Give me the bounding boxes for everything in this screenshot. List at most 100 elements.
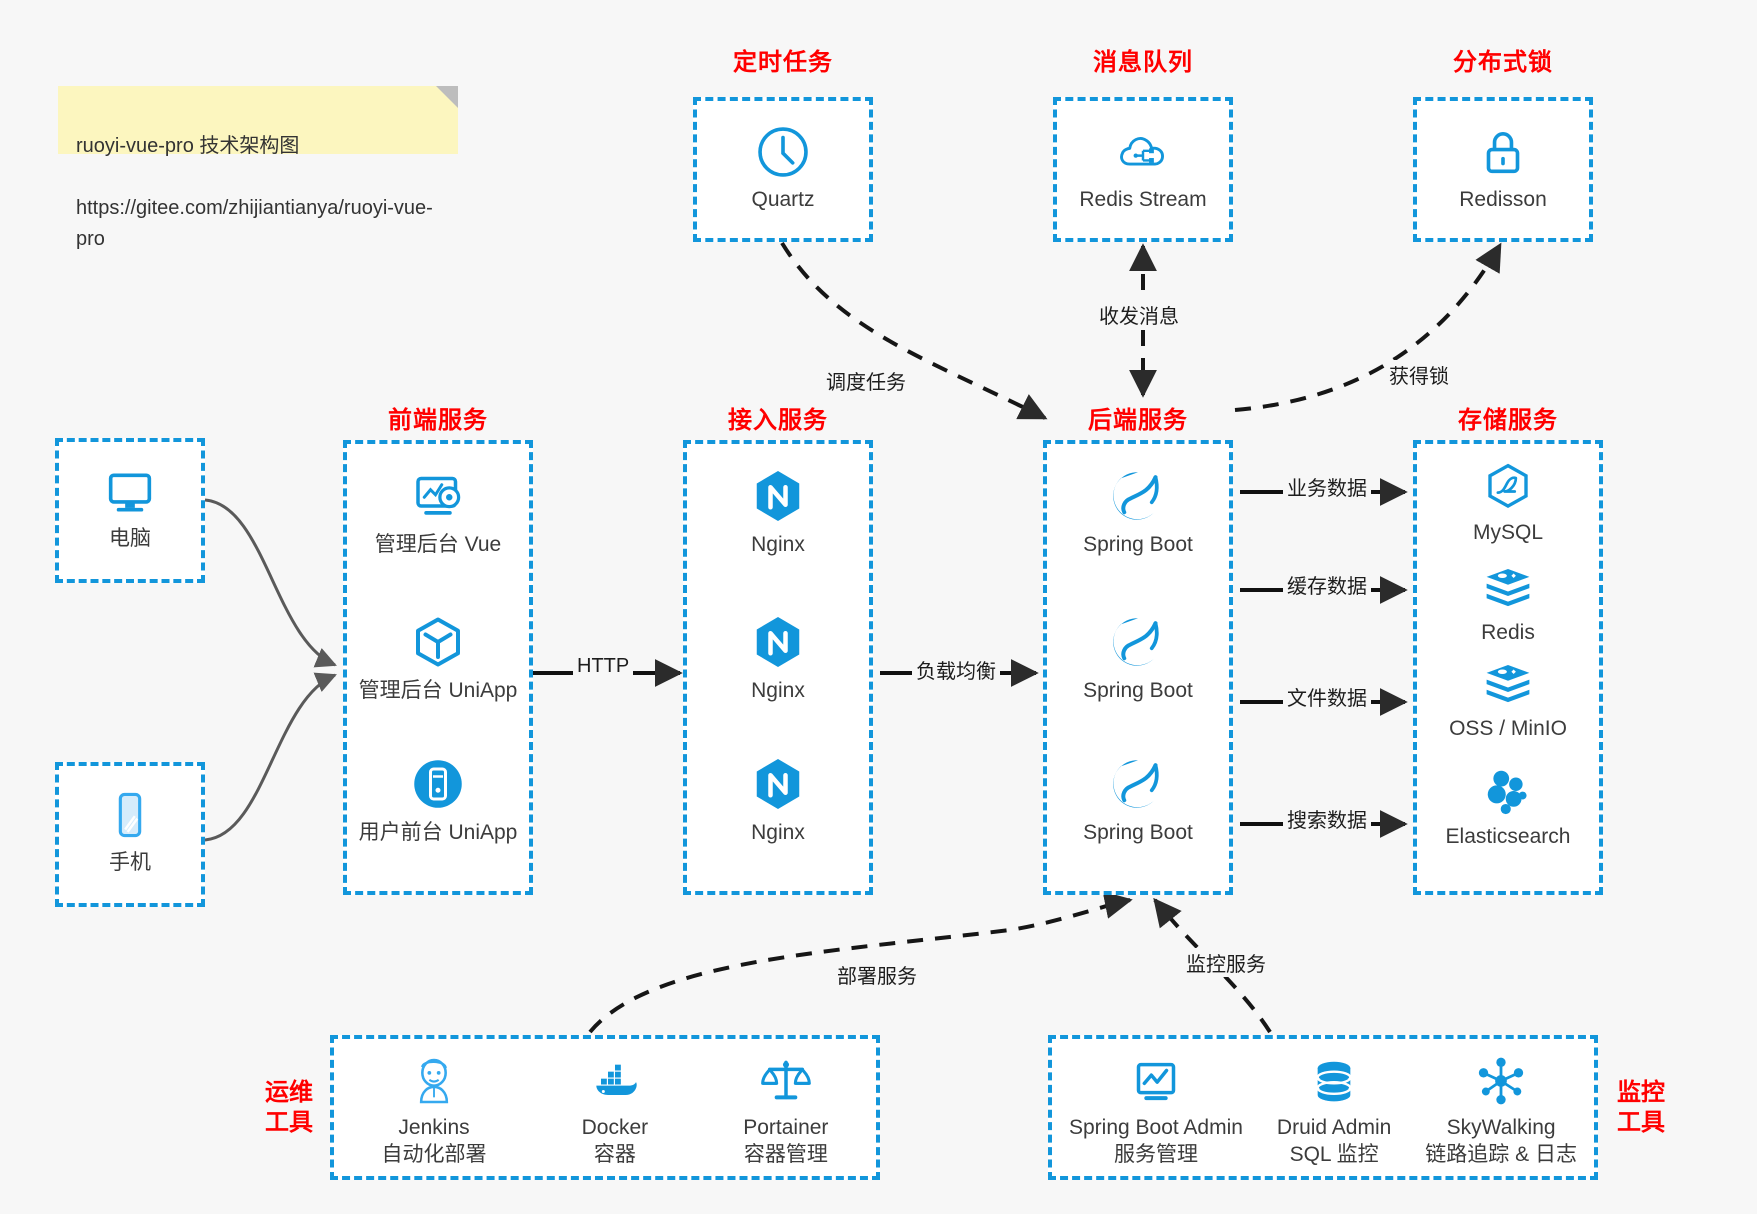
node-label: 电脑 [109, 527, 151, 550]
group-title-storage: 存储服务 [1458, 407, 1558, 434]
redis-icon [1486, 569, 1530, 607]
spring-boot-icon [1113, 760, 1159, 808]
note-line-2: https://gitee.com/zhijiantianya/ruoyi-vu… [76, 197, 433, 250]
docker-icon [596, 1064, 637, 1095]
diagram-note: ruoyi-vue-pro 技术架构图 https://gitee.com/zh… [58, 86, 458, 250]
node-portainer[interactable]: Portainer 容器管理 [743, 1053, 828, 1169]
node-label: 管理后台 Vue [374, 533, 502, 556]
edge-label-cache-data: 缓存数据 [1283, 570, 1371, 599]
node-spring-boot-1[interactable]: Spring Boot [1047, 466, 1229, 558]
node-docker[interactable]: Docker 容器 [582, 1053, 648, 1169]
mobile-app-icon [414, 760, 462, 808]
node-spring-boot-3[interactable]: Spring Boot [1047, 754, 1229, 846]
node-skywalking[interactable]: SkyWalking 链路追踪 & 日志 [1425, 1053, 1577, 1169]
node-label: 手机 [109, 851, 151, 874]
node-admin-uniapp[interactable]: 管理后台 UniApp [347, 612, 529, 704]
mysql-icon [1488, 463, 1528, 509]
group-title-monitoring: 监控 工具 [1617, 1079, 1665, 1136]
node-label: SkyWalking [1446, 1116, 1556, 1139]
group-box-backend: Spring Boot Spring Boot Spring Boot [1043, 440, 1233, 895]
node-user-uniapp[interactable]: 用户前台 UniApp [347, 754, 529, 846]
edge-label-http: HTTP [573, 655, 634, 678]
node-nginx-3[interactable]: Nginx [687, 754, 869, 846]
node-computer[interactable]: 电脑 [59, 462, 201, 552]
node-spring-boot-2[interactable]: Spring Boot [1047, 612, 1229, 704]
node-label: Nginx [751, 821, 805, 844]
node-nginx-1[interactable]: Nginx [687, 466, 869, 558]
elasticsearch-icon [1487, 770, 1527, 815]
lock-icon [1486, 132, 1520, 174]
node-label: Redis [1481, 621, 1535, 644]
group-title-devops: 运维 工具 [265, 1079, 313, 1136]
group-title-distributed-lock: 分布式锁 [1453, 49, 1553, 76]
edge-label-load-balance: 负载均衡 [912, 655, 1000, 684]
node-sublabel: 容器管理 [743, 1143, 828, 1167]
group-box-distributed-lock: Redisson [1413, 97, 1593, 242]
node-mysql[interactable]: MySQL [1417, 460, 1599, 546]
clock-icon [758, 127, 808, 177]
node-label: Nginx [751, 533, 805, 556]
spring-boot-icon [1113, 618, 1159, 666]
node-label: Elasticsearch [1445, 825, 1571, 848]
node-label: Spring Boot [1083, 821, 1193, 844]
node-label: Quartz [751, 188, 815, 211]
edge-label-deploy-service: 部署服务 [833, 960, 921, 989]
edge-label-business-data: 业务数据 [1283, 472, 1371, 501]
group-box-gateway: Nginx Nginx Nginx [683, 440, 873, 895]
jenkins-icon [419, 1058, 449, 1104]
edge-label-send-receive-message: 收发消息 [1095, 300, 1183, 329]
spring-boot-icon [1113, 472, 1159, 520]
node-sublabel: 自动化部署 [381, 1143, 487, 1167]
node-jenkins[interactable]: Jenkins 自动化部署 [382, 1053, 487, 1169]
monitor-icon [108, 473, 152, 512]
node-label: Portainer [743, 1116, 829, 1139]
nginx-icon [756, 471, 800, 521]
node-druid-admin[interactable]: Druid Admin SQL 监控 [1277, 1053, 1391, 1169]
monitor-chart-icon [1136, 1062, 1176, 1101]
node-phone[interactable]: 手机 [59, 786, 201, 876]
edge-label-file-data: 文件数据 [1283, 682, 1371, 711]
skywalking-icon [1478, 1057, 1524, 1105]
node-quartz[interactable]: Quartz [697, 123, 869, 213]
group-title-message-queue: 消息队列 [1093, 49, 1193, 76]
edge-label-schedule-task: 调度任务 [822, 366, 910, 395]
node-sublabel: 服务管理 [1113, 1143, 1198, 1167]
nginx-icon [756, 617, 800, 667]
node-oss-minio[interactable]: OSS / MinIO [1417, 656, 1599, 742]
scales-icon [760, 1060, 811, 1100]
group-title-frontend: 前端服务 [388, 407, 488, 434]
group-box-storage: MySQL Redis OSS / MinIO [1413, 440, 1603, 895]
group-title-scheduled-task: 定时任务 [733, 49, 833, 76]
node-redis-stream[interactable]: Redis Stream [1057, 123, 1229, 213]
dashboard-gear-icon [416, 476, 461, 515]
node-label: Redisson [1459, 188, 1547, 211]
node-spring-boot-admin[interactable]: Spring Boot Admin 服务管理 [1069, 1053, 1243, 1169]
note-line-1: ruoyi-vue-pro 技术架构图 [76, 135, 300, 157]
edge-label-search-data: 搜索数据 [1283, 804, 1371, 833]
node-redis[interactable]: Redis [1417, 560, 1599, 646]
group-box-scheduled-task: Quartz [693, 97, 873, 242]
edge-label-monitor-service: 监控服务 [1182, 948, 1270, 977]
oss-minio-icon [1486, 665, 1530, 703]
node-nginx-2[interactable]: Nginx [687, 612, 869, 704]
node-label: Nginx [751, 679, 805, 702]
uniapp-cube-icon [416, 617, 460, 667]
node-redisson[interactable]: Redisson [1417, 123, 1589, 213]
group-title-gateway: 接入服务 [728, 407, 828, 434]
group-title-backend: 后端服务 [1088, 407, 1188, 434]
node-elasticsearch[interactable]: Elasticsearch [1417, 764, 1599, 850]
node-label: 用户前台 UniApp [358, 821, 518, 844]
node-label: Spring Boot [1083, 533, 1193, 556]
node-label: Spring Boot [1083, 679, 1193, 702]
node-sublabel: 链路追踪 & 日志 [1425, 1143, 1577, 1167]
group-box-devops: Jenkins 自动化部署 Docker 容器 [330, 1035, 880, 1180]
group-box-computer: 电脑 [55, 438, 205, 583]
node-label: Jenkins [398, 1116, 470, 1139]
group-box-monitoring: Spring Boot Admin 服务管理 Druid Admin SQL 监… [1048, 1035, 1598, 1180]
node-admin-vue[interactable]: 管理后台 Vue [347, 466, 529, 558]
node-sublabel: SQL 监控 [1289, 1143, 1379, 1167]
group-box-frontend: 管理后台 Vue 管理后台 UniApp 用户前台 UniApp [343, 440, 533, 895]
node-label: 管理后台 UniApp [358, 679, 518, 702]
note-fold-corner [436, 86, 458, 108]
